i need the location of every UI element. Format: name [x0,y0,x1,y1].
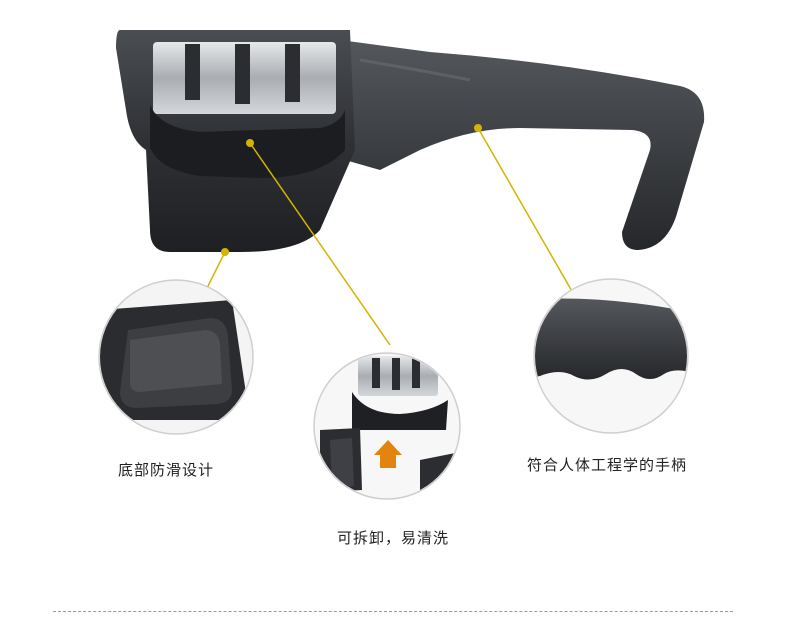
caption-ergonomic-handle: 符合人体工程学的手柄 [527,456,688,474]
detail-circle-base [98,279,254,435]
leader-lines [204,124,574,346]
sharpener-body [116,30,705,252]
ergonomic-handle [340,40,705,250]
detail-circle-detachable [313,352,461,500]
caption-detachable: 可拆卸，易清洗 [337,529,450,547]
arrow-up-icon [374,440,402,468]
dashed-divider [53,611,733,612]
caption-anti-slip-base: 底部防滑设计 [118,461,215,479]
detail-circle-handle [533,278,689,434]
